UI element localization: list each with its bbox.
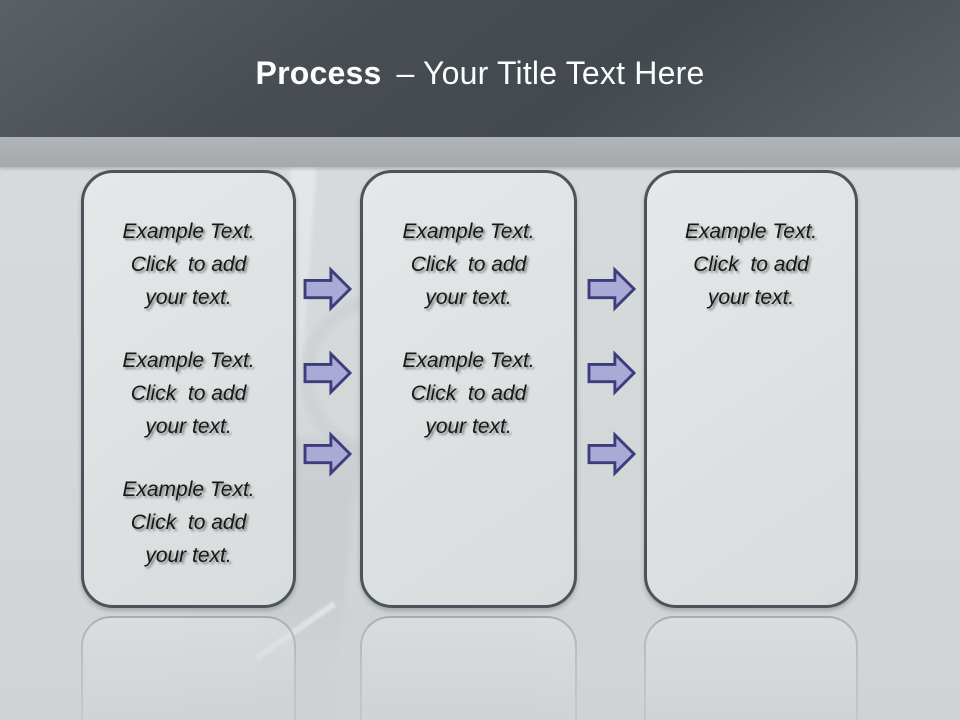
process-box-3[interactable]: Example Text. Click to add your text.	[644, 170, 858, 608]
slide-title-keyword: Process	[255, 55, 382, 91]
right-arrow-icon	[587, 431, 637, 477]
right-arrow-icon	[303, 431, 353, 477]
placeholder-text[interactable]: Example Text. Click to add your text.	[122, 349, 255, 438]
placeholder-text[interactable]: Example Text. Click to add your text.	[684, 220, 818, 309]
box-2-reflection	[360, 616, 577, 720]
box-3-reflection	[644, 616, 858, 720]
placeholder-text[interactable]: Example Text. Click to add your text.	[402, 220, 535, 309]
right-arrow-icon	[587, 350, 637, 396]
slide-title-subtitle: – Your Title Text Here	[396, 55, 705, 91]
right-arrow-shape	[303, 350, 353, 396]
right-arrow-shape	[303, 431, 353, 477]
title-bar: Process – Your Title Text Here	[0, 0, 960, 137]
right-arrow-shape	[587, 266, 637, 312]
process-box-1[interactable]: Example Text. Click to add your text. Ex…	[81, 170, 296, 608]
right-arrow-shape	[587, 431, 637, 477]
process-box-2[interactable]: Example Text. Click to add your text. Ex…	[360, 170, 577, 608]
placeholder-text[interactable]: Example Text. Click to add your text.	[402, 349, 535, 438]
right-arrow-shape	[587, 350, 637, 396]
box-1-reflection	[81, 616, 296, 720]
right-arrow-icon	[303, 350, 353, 396]
right-arrow-shape	[303, 266, 353, 312]
box-reflections	[0, 616, 960, 720]
header-accent-strip	[0, 137, 960, 167]
placeholder-text[interactable]: Example Text. Click to add your text.	[122, 220, 255, 309]
placeholder-text[interactable]: Example Text. Click to add your text.	[122, 478, 255, 567]
slide-title: Process – Your Title Text Here	[256, 45, 705, 92]
right-arrow-icon	[587, 266, 637, 312]
right-arrow-icon	[303, 266, 353, 312]
